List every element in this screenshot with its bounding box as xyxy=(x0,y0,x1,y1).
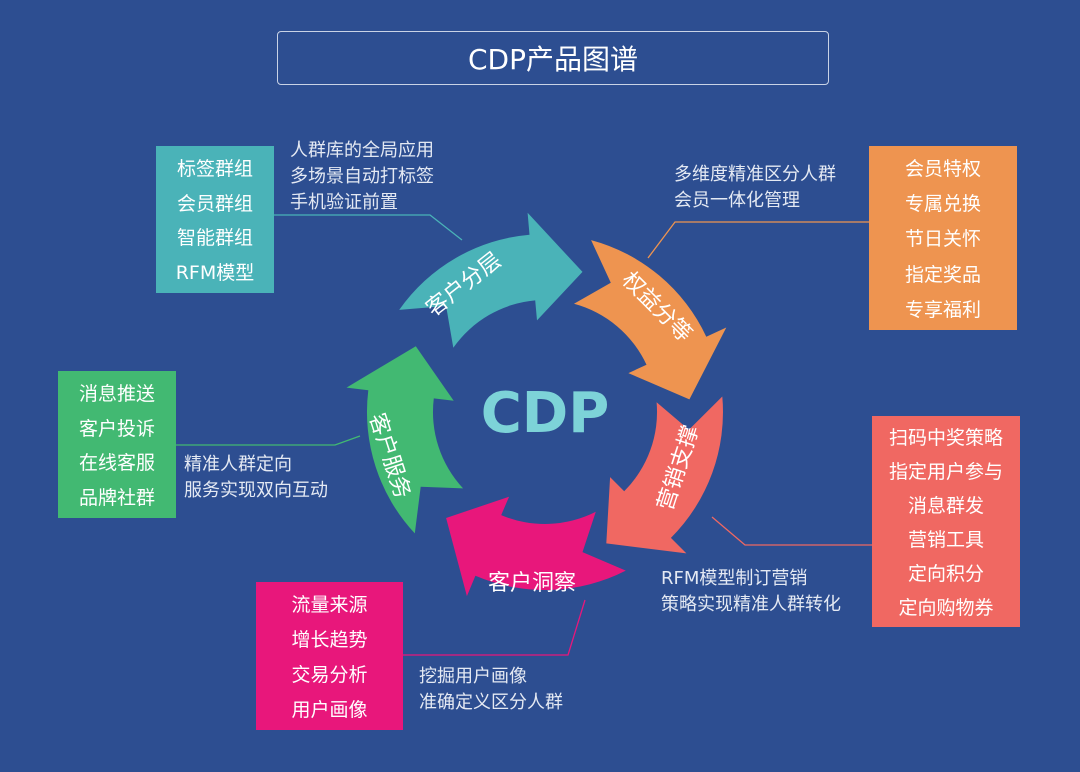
feature-item: 定向购物券 xyxy=(898,597,994,619)
feature-item: 指定奖品 xyxy=(904,263,981,286)
connector-red xyxy=(711,516,872,546)
teal-feature-box: 标签群组 会员群组 智能群组 RFM模型 xyxy=(156,146,274,293)
note-line: 精准人群定向 xyxy=(184,454,292,475)
magenta-feature-box: 流量来源 增长趋势 交易分析 用户画像 xyxy=(256,582,403,730)
feature-item: 会员特权 xyxy=(904,158,981,181)
feature-item: 指定用户参与 xyxy=(888,461,1003,483)
green-note: 精准人群定向 服务实现双向互动 xyxy=(184,452,328,504)
center-label: CDP xyxy=(481,381,610,446)
connector-magenta xyxy=(403,599,586,656)
feature-item: 增长趋势 xyxy=(291,629,368,651)
note-line: 服务实现双向互动 xyxy=(184,480,328,501)
feature-item: 消息推送 xyxy=(78,382,155,405)
note-line: 多场景自动打标签 xyxy=(290,166,434,187)
feature-item: 流量来源 xyxy=(291,594,368,616)
note-line: 准确定义区分人群 xyxy=(419,692,563,713)
arrow-rights-tiering xyxy=(574,240,727,400)
magenta-note: 挖掘用户画像 准确定义区分人群 xyxy=(419,664,563,716)
feature-item: 节日关怀 xyxy=(904,228,981,251)
teal-note: 人群库的全局应用 多场景自动打标签 手机验证前置 xyxy=(290,138,434,216)
feature-item: 会员群组 xyxy=(176,192,253,215)
note-line: 多维度精准区分人群 xyxy=(674,164,836,185)
connector-green xyxy=(176,435,361,446)
feature-item: 用户画像 xyxy=(291,699,368,721)
note-line: 手机验证前置 xyxy=(290,192,398,213)
feature-item: 营销工具 xyxy=(907,529,984,551)
note-line: RFM模型制订营销 xyxy=(661,568,808,589)
note-line: 人群库的全局应用 xyxy=(290,140,434,161)
feature-item: 客户投诉 xyxy=(78,417,155,440)
arrow-customer-service xyxy=(346,346,464,534)
feature-item: 智能群组 xyxy=(176,227,253,250)
feature-item: 交易分析 xyxy=(291,664,368,686)
red-note: RFM模型制订营销 策略实现精准人群转化 xyxy=(661,566,841,618)
feature-item: 专属兑换 xyxy=(904,193,981,216)
feature-item: 品牌社群 xyxy=(78,487,155,510)
page-title: CDP产品图谱 xyxy=(277,31,829,85)
feature-item: RFM模型 xyxy=(175,262,255,285)
note-line: 挖掘用户画像 xyxy=(419,666,527,687)
feature-item: 在线客服 xyxy=(78,452,155,475)
feature-item: 定向积分 xyxy=(907,563,984,585)
feature-item: 消息群发 xyxy=(907,495,984,517)
red-feature-box: 扫码中奖策略 指定用户参与 消息群发 营销工具 定向积分 定向购物券 xyxy=(872,416,1020,627)
arrow-label-customer-insight: 客户洞察 xyxy=(488,571,576,596)
arrow-customer-layering xyxy=(399,212,583,348)
feature-item: 标签群组 xyxy=(176,157,253,180)
arrow-customer-insight xyxy=(446,496,626,597)
connector-orange xyxy=(647,221,869,259)
green-feature-box: 消息推送 客户投诉 在线客服 品牌社群 xyxy=(58,371,176,518)
feature-item: 扫码中奖策略 xyxy=(888,427,1003,449)
note-line: 会员一体化管理 xyxy=(674,190,800,211)
note-line: 策略实现精准人群转化 xyxy=(661,594,841,615)
orange-note: 多维度精准区分人群 会员一体化管理 xyxy=(674,162,836,214)
feature-item: 专享福利 xyxy=(904,298,981,321)
orange-feature-box: 会员特权 专属兑换 节日关怀 指定奖品 专享福利 xyxy=(869,146,1017,330)
connector-teal xyxy=(274,214,463,241)
arrow-marketing-support xyxy=(606,396,723,554)
